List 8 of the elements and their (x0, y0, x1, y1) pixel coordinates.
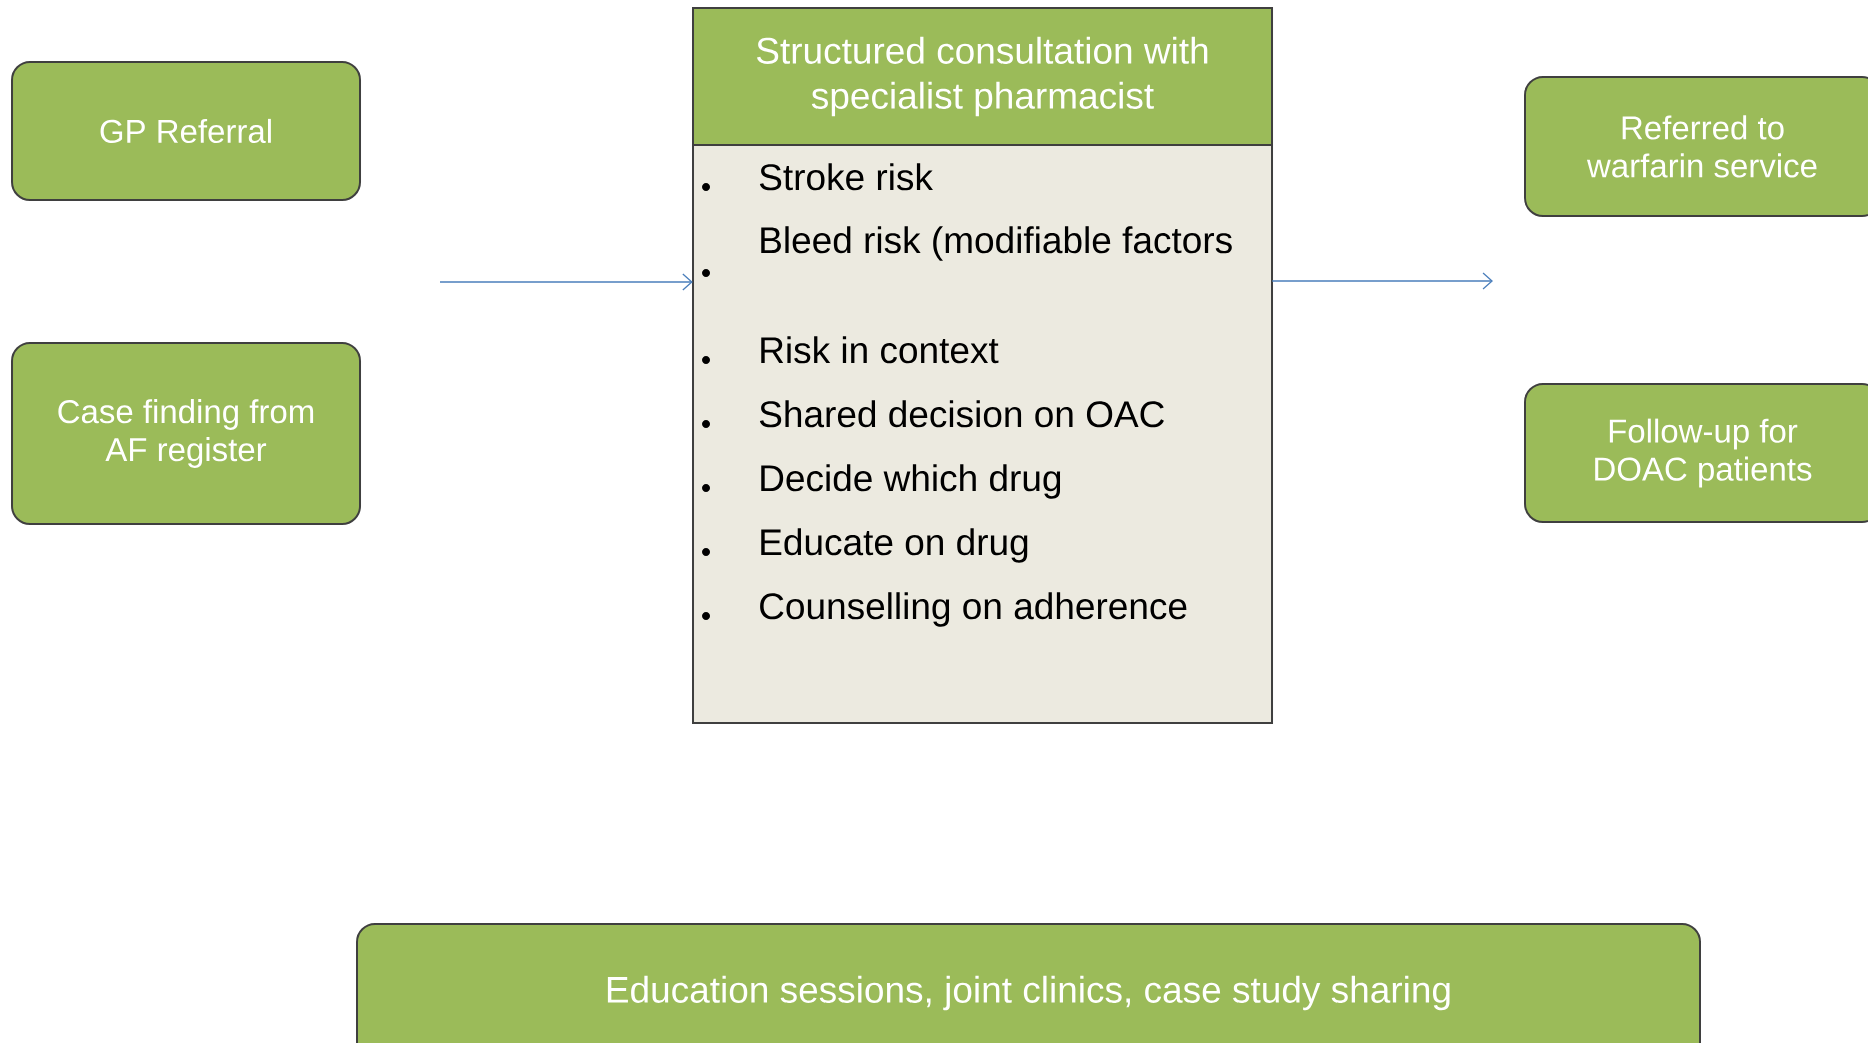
arrow (1271, 272, 1493, 290)
process-box: Follow-up for DOAC patients (1524, 383, 1868, 523)
process-box: Case finding from AF register (11, 342, 361, 525)
consultation-box: Structured consultation with specialist pharmacist Stroke risk Bleed risk (modifiable factors Risk in context Shared decision on OAC Decide which drug Educate on drug Counselling on adherence (692, 7, 1273, 724)
process-box: Education sessions, joint clinics, case study sharing (356, 923, 1701, 1043)
arrow (439, 273, 693, 291)
process-box: Referred to warfarin service (1524, 76, 1868, 217)
process-box: GP Referral (11, 61, 361, 201)
